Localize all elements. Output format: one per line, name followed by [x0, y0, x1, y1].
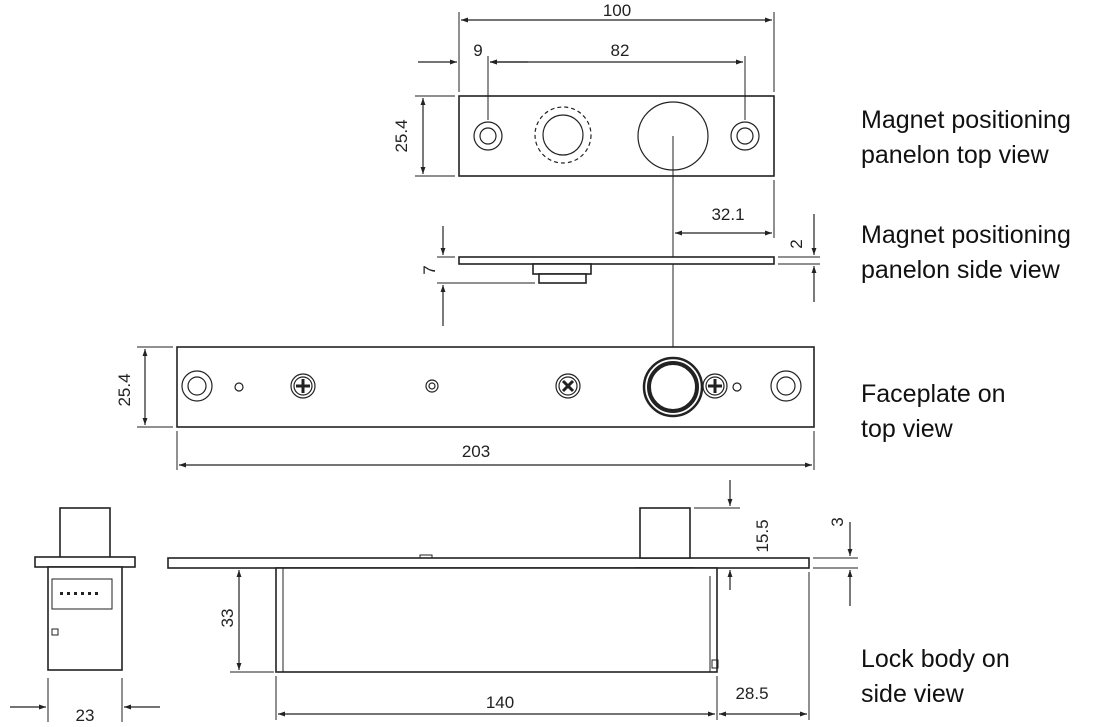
- dim-label-9: 9: [473, 41, 482, 60]
- panel-top-outline: [458, 95, 775, 177]
- lock-end-view: 23: [10, 507, 160, 725]
- end-view-connector: [51, 578, 113, 610]
- panel-counterbore: [534, 106, 592, 164]
- screw-icon: [290, 373, 316, 399]
- dim-label-7: 7: [420, 265, 439, 274]
- panel-mount-hole-right: [730, 121, 760, 151]
- dim-label-140: 140: [486, 693, 514, 712]
- end-view-connector-pins: [60, 592, 98, 595]
- faceplate-hole-left: [181, 370, 213, 402]
- faceplate-top-view: 25.4 203: [115, 346, 815, 470]
- dim-label-faceplate-height: 25.4: [115, 373, 134, 406]
- caption-faceplate-top-view: Faceplate on top view: [861, 377, 1006, 447]
- caption-line: side view: [861, 680, 964, 708]
- dim-label-82: 82: [611, 41, 630, 60]
- dim-label-203: 203: [462, 442, 490, 461]
- side-view-faceplate: [167, 557, 810, 569]
- dim-label-3: 3: [828, 517, 847, 526]
- dim-label-2: 2: [787, 239, 806, 248]
- caption-lock-body-side-view: Lock body on side view: [861, 642, 1010, 712]
- screw-icon: [555, 373, 581, 399]
- caption-line: panelon side view: [861, 256, 1060, 284]
- faceplate-hole-right: [770, 370, 802, 402]
- caption-panel-side-view: Magnet positioning panelon side view: [861, 218, 1071, 288]
- end-view-bolt: [59, 507, 111, 559]
- faceplate-bolt-hole: [642, 356, 704, 418]
- panel-side-magnet-top: [532, 263, 592, 275]
- end-view-faceplate: [34, 556, 136, 568]
- end-view-notch: [51, 628, 59, 636]
- side-view-body: [275, 567, 718, 673]
- caption-panel-top-view: Magnet positioning panelon top view: [861, 103, 1071, 173]
- faceplate-sensor-dot: [425, 379, 439, 393]
- panel-top-view: 100 9 82 25.4: [392, 1, 775, 177]
- panel-side-plate: [458, 256, 775, 265]
- caption-line: Magnet positioning: [861, 106, 1071, 134]
- dim-label-32-1: 32.1: [711, 205, 744, 224]
- side-view-clip: [711, 659, 719, 669]
- dim-label-15-5: 15.5: [753, 519, 772, 552]
- panel-side-magnet-bottom: [538, 273, 587, 284]
- panel-side-view: 7 2: [420, 214, 820, 326]
- caption-line: Lock body on: [861, 645, 1010, 673]
- dim-label-28-5: 28.5: [735, 684, 768, 703]
- screw-icon: [702, 373, 728, 399]
- faceplate-pinhole-right: [732, 382, 742, 392]
- caption-line: Faceplate on: [861, 380, 1006, 408]
- faceplate-outline: [176, 346, 815, 428]
- side-view-bolt: [639, 507, 691, 559]
- end-view-body: [47, 566, 123, 671]
- caption-line: top view: [861, 415, 953, 443]
- caption-line: panelon top view: [861, 141, 1049, 169]
- side-view-tab: [419, 554, 433, 559]
- dim-magnet-offset: 32.1: [675, 180, 775, 238]
- dim-label-23: 23: [76, 706, 95, 725]
- caption-line: Magnet positioning: [861, 221, 1071, 249]
- faceplate-pinhole-left: [234, 382, 244, 392]
- dim-label-33: 33: [218, 609, 237, 628]
- panel-mount-hole-left: [473, 121, 503, 151]
- lock-side-view: 33 140 28.5 15.5 3: [167, 480, 858, 720]
- dim-label-100: 100: [603, 1, 631, 20]
- dim-label-panel-height: 25.4: [392, 119, 411, 152]
